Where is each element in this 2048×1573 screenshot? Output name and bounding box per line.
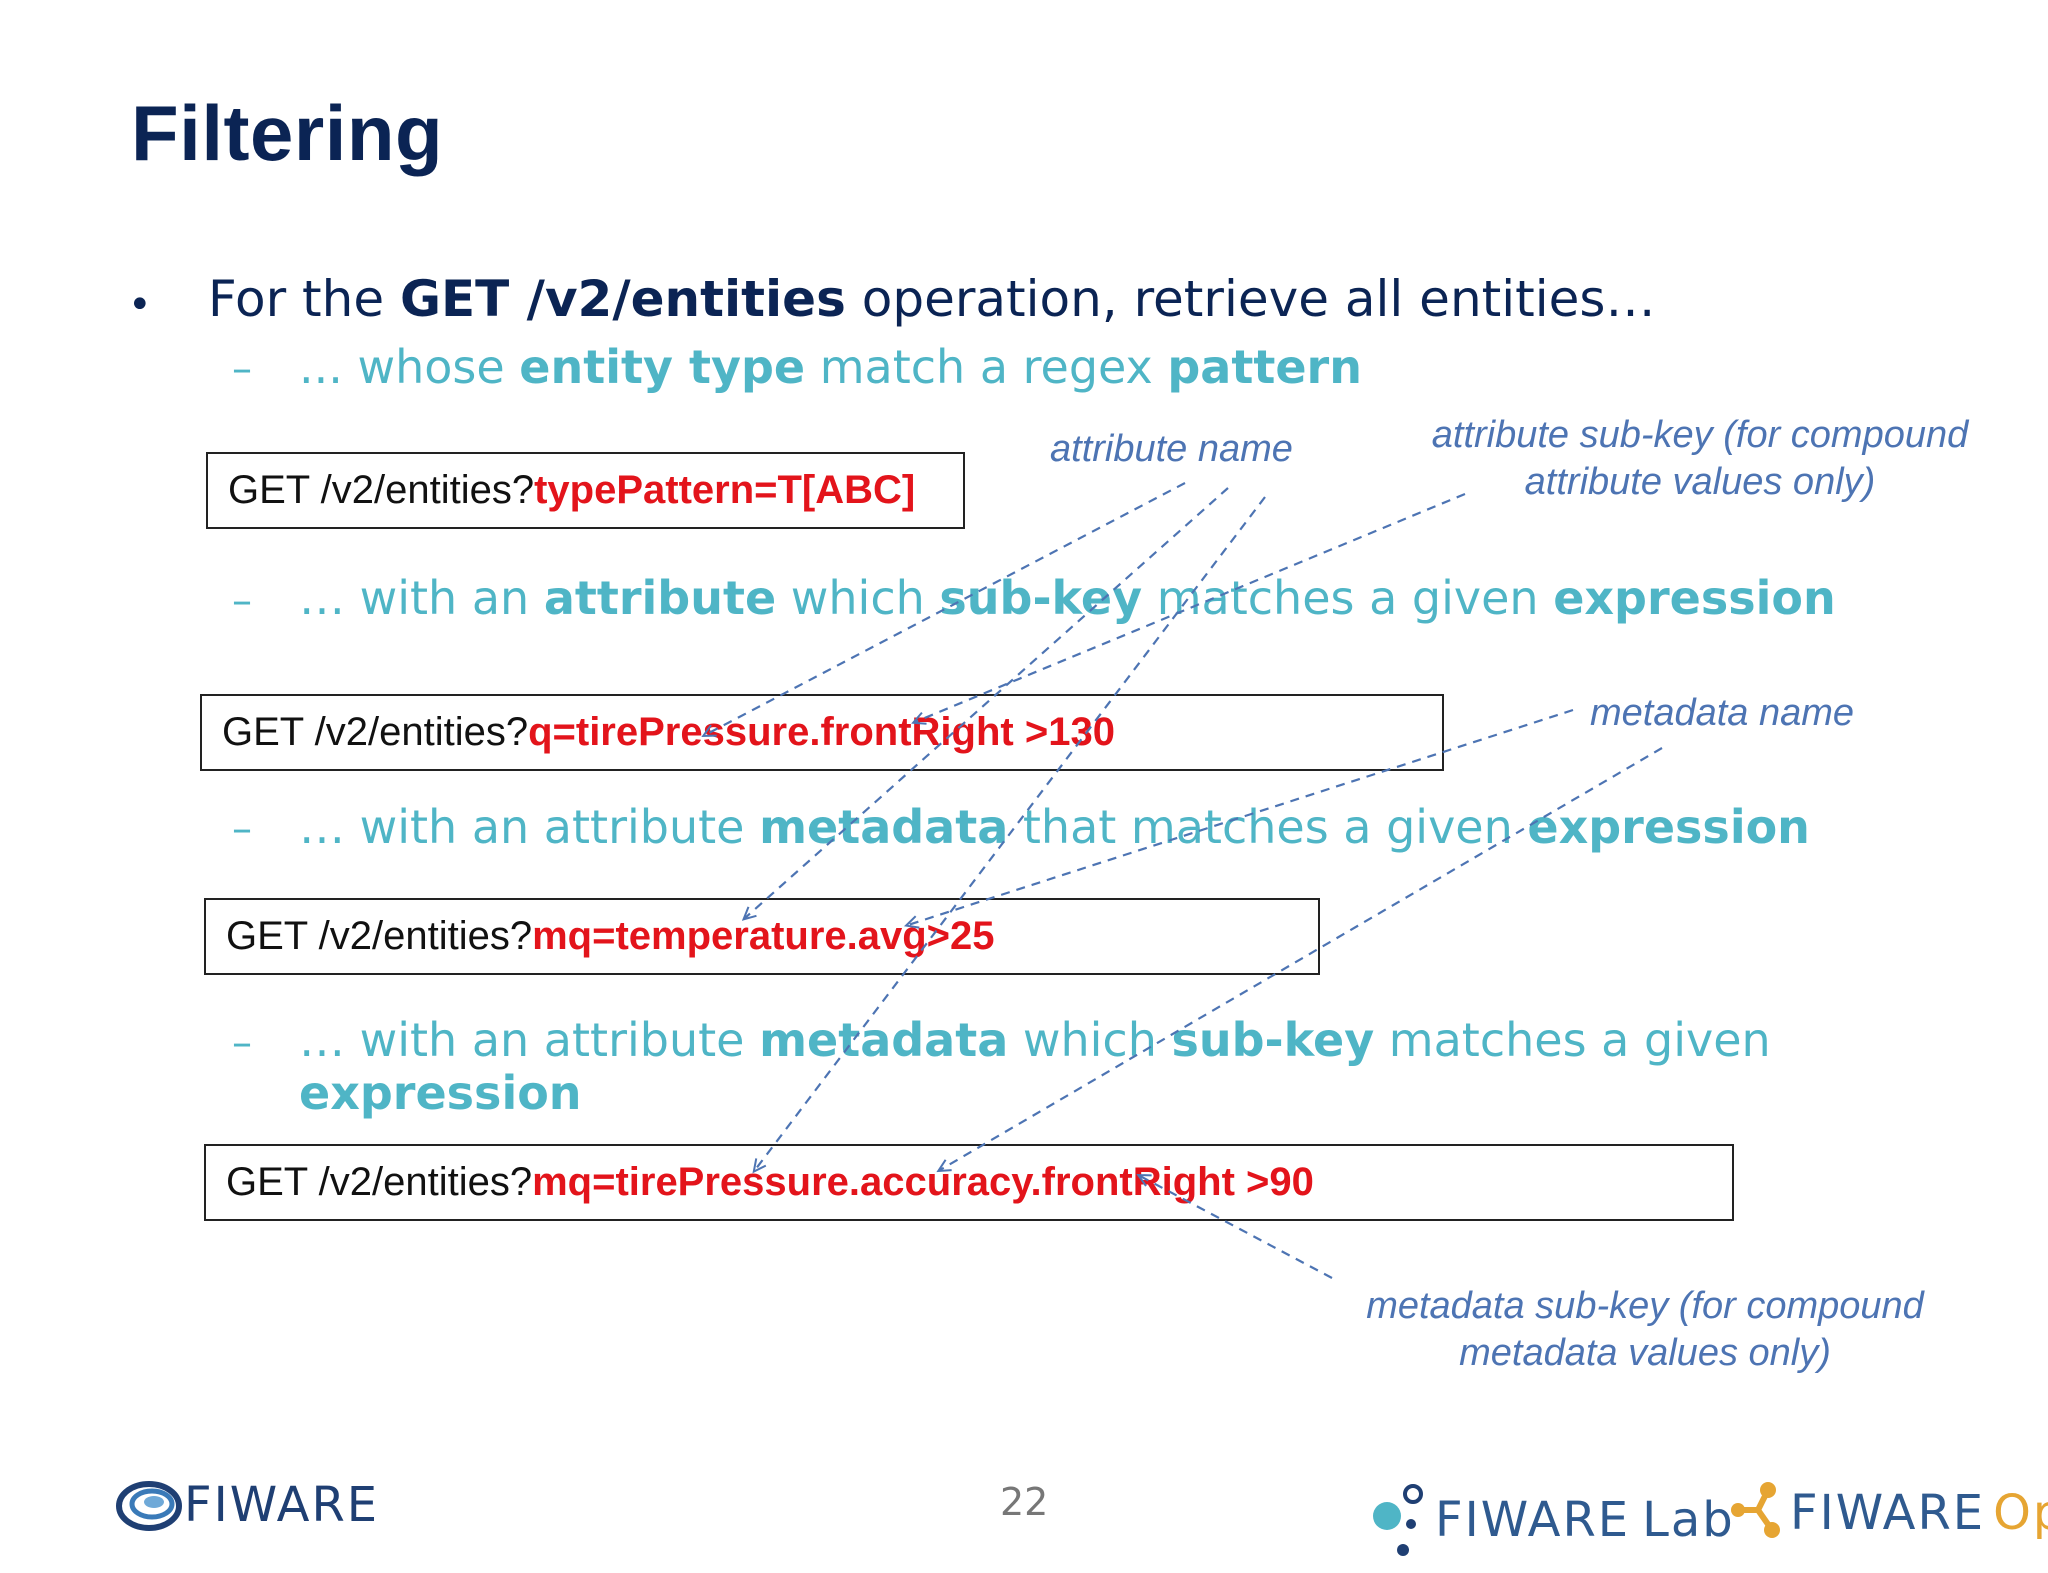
main-bullet: For the GET /v2/entities operation, retr… [208, 270, 1655, 328]
sub-bullet-3: … with an attribute metadata that matche… [299, 800, 1810, 854]
fiware-ops-suffix: Ops [1993, 1485, 2048, 1541]
annotation-line: attribute values only) [1524, 461, 1876, 503]
sub-dash-3: – [232, 806, 252, 852]
code-box-q: GET /v2/entities?q=tirePressure.frontRig… [200, 694, 1444, 771]
text: that matches a given [1008, 800, 1528, 854]
annotation-metadata-subkey: metadata sub-key (for compound metadata … [1345, 1283, 1945, 1377]
annotation-attribute-name: attribute name [1050, 428, 1293, 470]
fiware-ops-nodes-icon [1731, 1482, 1780, 1538]
sub-bullet-4-line2: expression [299, 1066, 582, 1120]
bold-text: entity type [519, 340, 806, 394]
fiware-ops-text: FIWARE [1790, 1485, 1986, 1541]
annotation-line: metadata sub-key (for compound [1366, 1285, 1924, 1327]
text: ... whose [299, 340, 520, 394]
text: match a regex [805, 340, 1168, 394]
annotation-line: metadata values only) [1459, 1332, 1831, 1374]
annotation-line: attribute sub-key (for compound [1431, 414, 1969, 456]
main-bullet-prefix: For the [208, 270, 400, 328]
code-box-type-pattern: GET /v2/entities?typePattern=T[ABC] [206, 452, 965, 529]
bold-text: attribute [543, 571, 777, 625]
code-prefix: GET /v2/entities? [226, 1160, 533, 1204]
text: matches a given [1142, 571, 1554, 625]
sub-dash-1: – [232, 346, 252, 392]
sub-dash-2: – [232, 578, 252, 624]
main-bullet-suffix: operation, retrieve all entities… [845, 270, 1656, 328]
code-query: q=tirePressure.frontRight >130 [528, 710, 1115, 754]
code-box-mq-avg: GET /v2/entities?mq=temperature.avg>25 [204, 898, 1320, 975]
bold-text: sub-key [1171, 1013, 1375, 1067]
annotation-metadata-name: metadata name [1590, 692, 1855, 734]
text: matches a given [1374, 1013, 1771, 1067]
fiware-lab-dots-icon [1373, 1484, 1423, 1556]
main-bullet-bold: GET /v2/entities [399, 270, 846, 328]
fiware-logo: FIWARE [114, 1476, 379, 1534]
fiware-ops-logo: FIWAREOps [1728, 1480, 2048, 1546]
text: which [776, 571, 940, 625]
fiware-swirl-icon [116, 1481, 182, 1531]
code-prefix: GET /v2/entities? [226, 914, 533, 958]
fiware-lab-text: FIWARE [1435, 1492, 1631, 1548]
annotation-attribute-subkey: attribute sub-key (for compound attribut… [1420, 412, 1980, 506]
code-prefix: GET /v2/entities? [228, 468, 535, 512]
bold-text: pattern [1167, 340, 1362, 394]
text: … with an attribute [299, 1013, 760, 1067]
bold-text: sub-key [939, 571, 1143, 625]
code-prefix: GET /v2/entities? [222, 710, 529, 754]
sub-bullet-2: … with an attribute which sub-key matche… [299, 571, 1836, 625]
code-query: mq=tirePressure.accuracy.frontRight >90 [532, 1160, 1314, 1204]
bold-text: metadata [759, 800, 1009, 854]
text: which [1008, 1013, 1172, 1067]
bold-text: metadata [759, 1013, 1009, 1067]
bullet-marker: • [128, 282, 152, 328]
code-box-mq-subkey: GET /v2/entities?mq=tirePressure.accurac… [204, 1144, 1734, 1221]
text: … with an attribute [299, 800, 760, 854]
sub-bullet-4-line1: … with an attribute metadata which sub-k… [299, 1013, 1771, 1067]
bold-text: expression [1527, 800, 1810, 854]
code-query: mq=temperature.avg>25 [532, 914, 995, 958]
fiware-logo-text: FIWARE [184, 1477, 380, 1533]
text: … with an [299, 571, 544, 625]
bold-text: expression [1553, 571, 1836, 625]
slide-title: Filtering [131, 89, 444, 177]
sub-bullet-1: ... whose entity type match a regex patt… [299, 340, 1362, 394]
fiware-lab-suffix: Lab [1642, 1492, 1735, 1548]
bold-text: expression [299, 1066, 582, 1120]
page-number: 22 [1000, 1480, 1049, 1524]
code-query: typePattern=T[ABC] [534, 468, 916, 512]
sub-dash-4: – [232, 1020, 252, 1066]
